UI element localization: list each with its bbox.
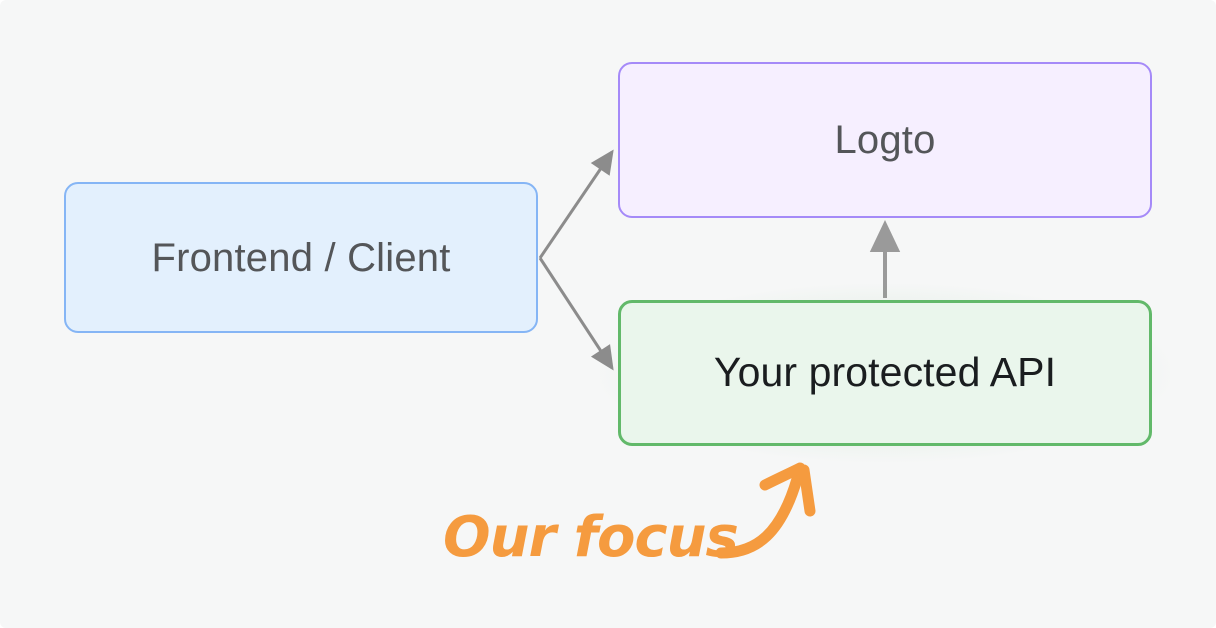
node-your-protected-api[interactable]: Your protected API [618,300,1152,446]
node-logto-label: Logto [834,118,936,162]
node-your-protected-api-label: Your protected API [713,349,1057,396]
node-frontend-client[interactable]: Frontend / Client [64,182,538,333]
edge-frontend-to-logto [538,149,614,259]
node-logto[interactable]: Logto [618,62,1152,218]
node-frontend-client-label: Frontend / Client [151,235,451,280]
annotation-our-focus-label: Our focus [443,504,739,570]
